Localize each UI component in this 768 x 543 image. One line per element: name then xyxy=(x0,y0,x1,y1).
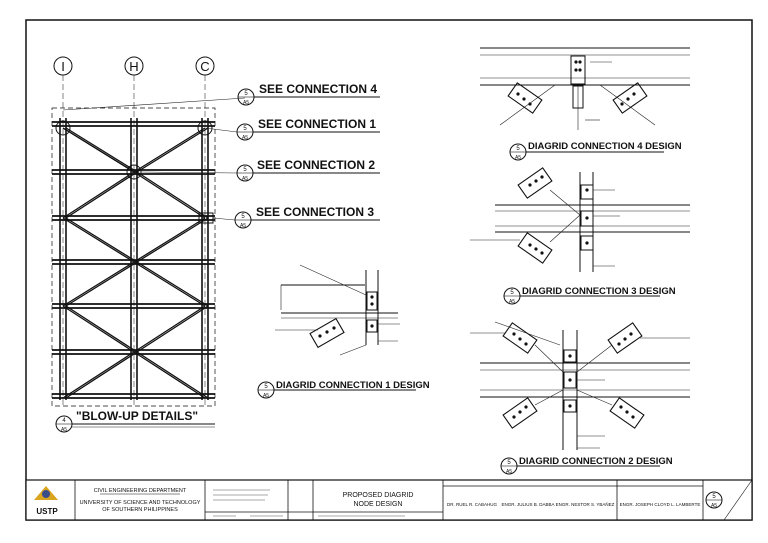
svg-text:A5: A5 xyxy=(263,393,269,399)
svg-text:I: I xyxy=(61,59,65,74)
svg-text:5: 5 xyxy=(712,494,716,500)
svg-text:A5: A5 xyxy=(506,469,512,475)
svg-text:SEE CONNECTION 3: SEE CONNECTION 3 xyxy=(256,205,374,219)
detail-connection-3 xyxy=(470,167,690,272)
callout-connection-1: 5 A5 SEE CONNECTION 1 xyxy=(204,117,380,141)
svg-text:A5: A5 xyxy=(515,155,521,161)
svg-text:USTP: USTP xyxy=(36,507,58,516)
title-block: USTP CIVIL ENGINEERING DEPARTMENT UNIVER… xyxy=(25,479,753,521)
engineer-3: ENGR. NESTOR S. YBAÑEZ xyxy=(556,501,615,507)
svg-text:"BLOW-UP DETAILS": "BLOW-UP DETAILS" xyxy=(76,409,198,423)
svg-text:5: 5 xyxy=(516,146,520,152)
detail-connection-2 xyxy=(470,321,690,450)
svg-text:SEE CONNECTION 4: SEE CONNECTION 4 xyxy=(259,82,377,96)
svg-text:A5: A5 xyxy=(711,503,717,509)
callout-connection-2: 5 A5 SEE CONNECTION 2 xyxy=(140,158,380,182)
detail-3-title: 5 A5 DIAGRID CONNECTION 3 DESIGN xyxy=(503,286,676,305)
department-name: CIVIL ENGINEERING DEPARTMENT xyxy=(94,488,187,494)
ustp-logo: USTP xyxy=(34,486,58,516)
svg-text:5: 5 xyxy=(243,126,247,132)
svg-text:5: 5 xyxy=(510,290,514,296)
svg-text:A5: A5 xyxy=(509,299,515,305)
callout-connection-3: 5 A5 SEE CONNECTION 3 xyxy=(212,205,380,229)
sheet-border xyxy=(25,19,753,521)
svg-text:H: H xyxy=(129,59,138,74)
detail-2-title: 5 A5 DIAGRID CONNECTION 2 DESIGN xyxy=(500,456,673,475)
engineer-4: ENGR. JOSEPH CLOYD L. LAMBERTE xyxy=(620,502,701,507)
svg-text:DIAGRID CONNECTION 2 DESIGN: DIAGRID CONNECTION 2 DESIGN xyxy=(519,456,673,467)
svg-text:5: 5 xyxy=(241,214,245,220)
svg-text:DIAGRID CONNECTION 3 DESIGN: DIAGRID CONNECTION 3 DESIGN xyxy=(522,286,676,297)
svg-text:A5: A5 xyxy=(240,223,246,229)
svg-text:A5: A5 xyxy=(243,100,249,106)
svg-text:A5: A5 xyxy=(242,135,248,141)
diagrid-elevation: I H C xyxy=(51,56,246,407)
project-title-line-2: NODE DESIGN xyxy=(353,501,402,508)
svg-text:A5: A5 xyxy=(242,176,248,182)
engineer-2: ENGR. JULIUS B. DABBA xyxy=(501,502,554,507)
blowup-details-title: 4 A5 "BLOW-UP DETAILS" xyxy=(55,409,215,433)
detail-4-title: 5 A5 DIAGRID CONNECTION 4 DESIGN xyxy=(509,141,682,161)
svg-text:DIAGRID CONNECTION 1 DESIGN: DIAGRID CONNECTION 1 DESIGN xyxy=(276,380,430,391)
svg-text:DIAGRID CONNECTION 4 DESIGN: DIAGRID CONNECTION 4 DESIGN xyxy=(528,141,682,152)
callout-connection-4: 5 A5 SEE CONNECTION 4 xyxy=(237,82,380,106)
detail-1-title: 5 A5 DIAGRID CONNECTION 1 DESIGN xyxy=(257,380,430,399)
svg-text:5: 5 xyxy=(507,460,511,466)
svg-text:4: 4 xyxy=(62,418,66,424)
svg-text:C: C xyxy=(200,59,209,74)
university-line-1: UNIVERSITY OF SCIENCE AND TECHNOLOGY xyxy=(80,500,201,506)
svg-text:5: 5 xyxy=(243,167,247,173)
svg-text:SEE CONNECTION 1: SEE CONNECTION 1 xyxy=(258,117,376,131)
engineer-1: DR. RUEL R. CABAHUG xyxy=(447,502,498,507)
university-line-2: OF SOUTHERN PHILIPPINES xyxy=(102,507,178,513)
svg-text:5: 5 xyxy=(264,384,268,390)
svg-text:SEE CONNECTION 2: SEE CONNECTION 2 xyxy=(257,158,375,172)
svg-text:5: 5 xyxy=(244,91,248,97)
sheet-number: 5 A5 xyxy=(705,479,753,521)
svg-text:A5: A5 xyxy=(61,427,67,433)
detail-connection-1 xyxy=(275,264,400,356)
project-title-line-1: PROPOSED DIAGRID xyxy=(343,492,414,499)
detail-connection-4 xyxy=(480,47,690,130)
